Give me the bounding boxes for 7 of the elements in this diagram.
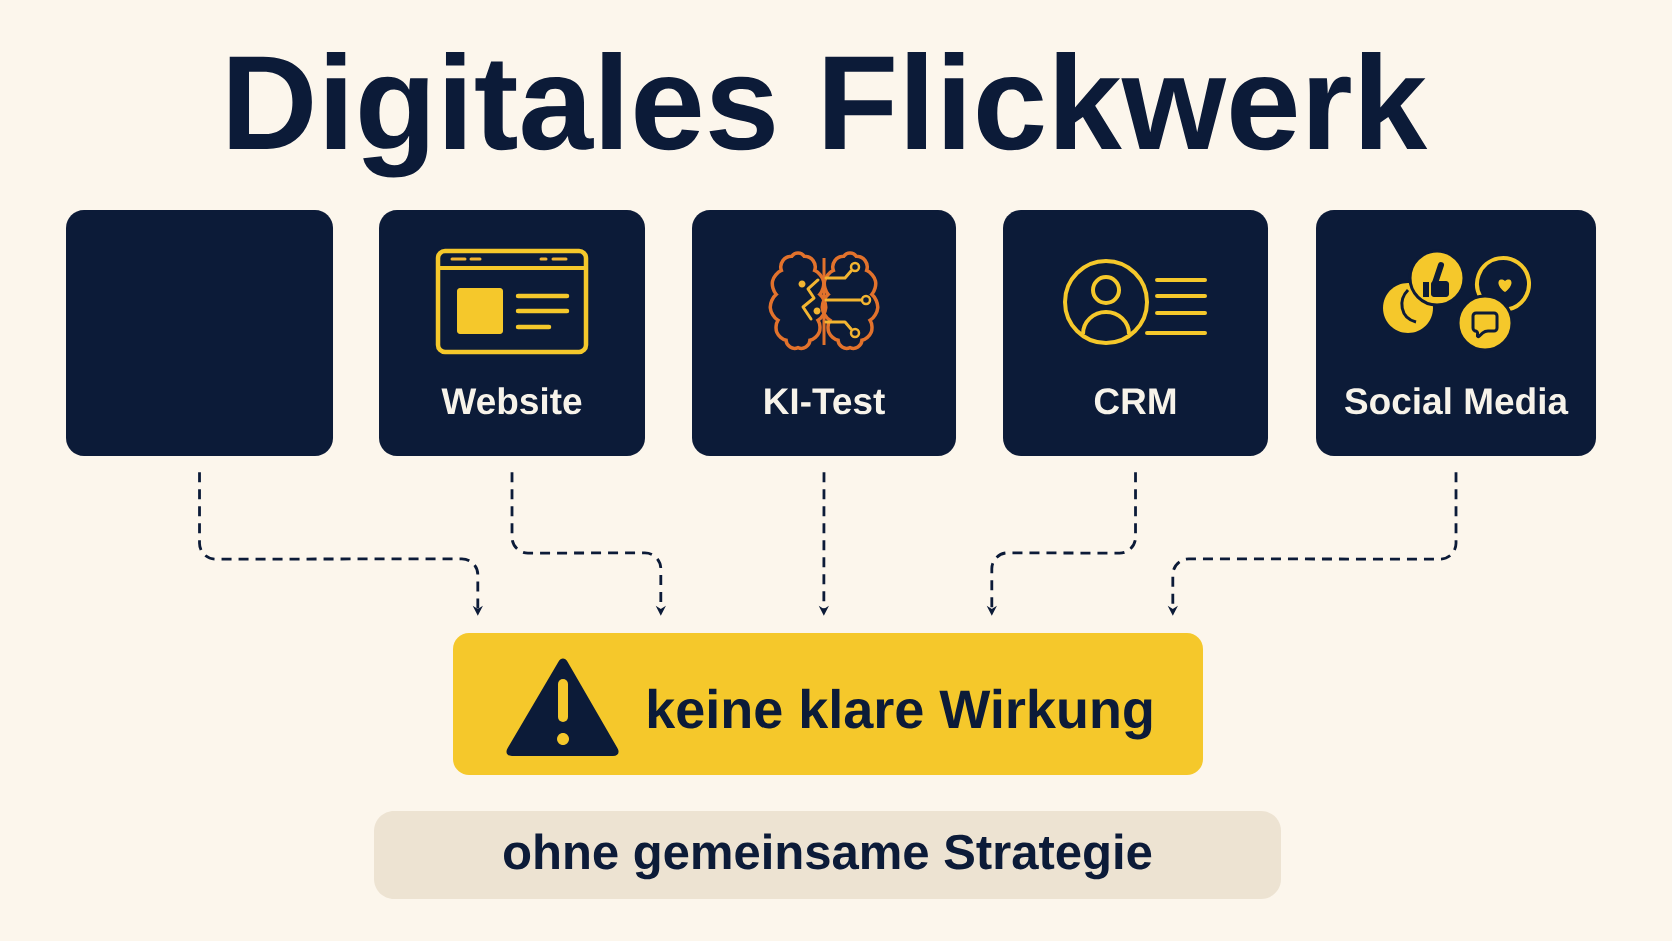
card: KI-Test bbox=[692, 210, 956, 456]
card: CRM bbox=[1003, 210, 1268, 456]
card: Website bbox=[379, 210, 645, 456]
card bbox=[66, 210, 333, 456]
title: Digitales Flickwerk bbox=[229, 51, 1428, 178]
note-banner: ohne gemeinsame Strategie bbox=[374, 811, 1281, 899]
warning-banner: keine klare Wirkung bbox=[453, 633, 1203, 775]
